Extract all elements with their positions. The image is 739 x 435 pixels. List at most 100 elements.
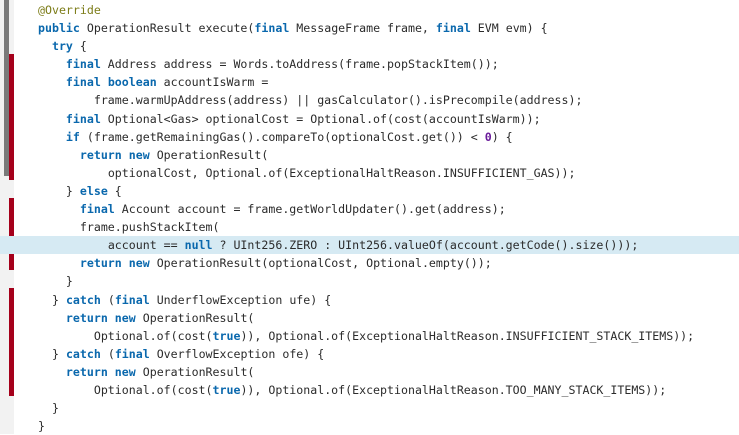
keyword-token: new xyxy=(128,147,150,162)
keyword-token: try xyxy=(51,39,73,54)
code-token: OverflowException ofe) { xyxy=(149,346,325,361)
indent xyxy=(38,93,94,107)
indent xyxy=(38,57,66,71)
code-token: ( xyxy=(100,292,115,307)
code-token: { xyxy=(72,39,87,54)
keyword-token: return xyxy=(79,147,122,162)
indent xyxy=(38,130,66,144)
code-line[interactable]: return new OperationResult( xyxy=(14,309,739,327)
code-line[interactable]: } xyxy=(14,417,739,435)
code-token xyxy=(101,75,108,89)
code-token: ) { xyxy=(491,129,513,144)
indent xyxy=(38,365,66,379)
code-token: Optional.of(cost( xyxy=(93,382,213,397)
code-token: OperationResult(optionalCost, Optional.e… xyxy=(149,256,492,271)
keyword-token: final xyxy=(435,21,471,36)
indent xyxy=(38,311,66,325)
keyword-token: final xyxy=(65,75,101,90)
code-line[interactable]: } else { xyxy=(14,182,739,200)
indent xyxy=(38,256,80,270)
code-line[interactable]: } catch (final OverflowException ofe) { xyxy=(14,345,739,363)
keyword-token: else xyxy=(79,183,108,198)
keyword-token: final xyxy=(254,21,290,36)
code-token: Account account = frame.getWorldUpdater(… xyxy=(114,202,506,217)
code-token xyxy=(108,311,115,325)
code-token: } xyxy=(51,292,66,307)
annotation-token: @Override xyxy=(38,3,101,17)
code-line[interactable]: @Override xyxy=(14,1,739,19)
keyword-token: return xyxy=(65,364,108,379)
code-token: )), Optional.of(ExceptionalHaltReason.IN… xyxy=(240,328,695,343)
code-token: OperationResult execute( xyxy=(79,21,255,36)
code-line[interactable]: frame.warmUpAddress(address) || gasCalcu… xyxy=(14,91,739,109)
editor-gutter xyxy=(0,0,14,434)
keyword-token: if xyxy=(65,129,80,144)
indent xyxy=(38,148,80,162)
code-token: frame.warmUpAddress(address) || gasCalcu… xyxy=(93,93,583,108)
code-line[interactable]: optionalCost, Optional.of(ExceptionalHal… xyxy=(14,164,739,182)
change-marker[interactable] xyxy=(9,288,14,396)
code-token: } xyxy=(51,346,66,361)
code-line[interactable]: public OperationResult execute(final Mes… xyxy=(14,19,739,37)
code-token: } xyxy=(38,419,45,434)
code-line[interactable]: return new OperationResult( xyxy=(14,146,739,164)
code-line[interactable]: final Optional<Gas> optionalCost = Optio… xyxy=(14,110,739,128)
indent xyxy=(38,202,80,216)
indent xyxy=(38,293,52,307)
code-line[interactable]: final Account account = frame.getWorldUp… xyxy=(14,200,739,218)
keyword-token: final xyxy=(114,346,150,361)
code-token: EVM evm) { xyxy=(470,21,548,36)
code-line[interactable]: return new OperationResult(optionalCost,… xyxy=(14,254,739,272)
code-line[interactable]: } xyxy=(14,272,739,290)
indent xyxy=(38,184,66,198)
keyword-token: return xyxy=(65,310,108,325)
keyword-token: final xyxy=(65,57,101,72)
number-token: 0 xyxy=(484,129,492,144)
keyword-token: new xyxy=(114,364,136,379)
keyword-token: final xyxy=(114,292,150,307)
code-token: ( xyxy=(100,346,115,361)
scroll-marker[interactable] xyxy=(4,0,9,176)
code-line[interactable]: final Address address = Words.toAddress(… xyxy=(14,55,739,73)
code-token xyxy=(122,256,129,270)
indent xyxy=(38,220,80,234)
code-line[interactable]: final boolean accountIsWarm = xyxy=(14,73,739,91)
code-token: UnderflowException ufe) { xyxy=(149,292,332,307)
code-token xyxy=(108,365,115,379)
code-line[interactable]: try { xyxy=(14,37,739,55)
keyword-token: return xyxy=(79,256,122,271)
indent xyxy=(38,39,52,53)
code-token: frame.pushStackItem( xyxy=(79,220,220,235)
code-line[interactable]: frame.pushStackItem( xyxy=(14,218,739,236)
code-line[interactable]: Optional.of(cost(true)), Optional.of(Exc… xyxy=(14,381,739,399)
indent xyxy=(38,329,94,343)
code-line[interactable]: return new OperationResult( xyxy=(14,363,739,381)
indent xyxy=(38,274,66,288)
code-line[interactable]: } xyxy=(14,399,739,417)
code-token: account == xyxy=(107,238,185,253)
code-token: (frame.getRemainingGas().compareTo(optio… xyxy=(79,129,485,144)
code-line-current[interactable]: account == null ? UInt256.ZERO : UInt256… xyxy=(0,236,739,255)
change-marker[interactable] xyxy=(9,54,14,180)
keyword-token: final xyxy=(65,111,101,126)
code-token: } xyxy=(65,183,80,198)
keyword-token: true xyxy=(212,328,241,343)
code-line[interactable]: Optional.of(cost(true)), Optional.of(Exc… xyxy=(14,327,739,345)
code-token: { xyxy=(107,183,122,198)
indent xyxy=(38,75,66,89)
code-token: optionalCost, Optional.of(ExceptionalHal… xyxy=(107,165,576,180)
code-token: OperationResult( xyxy=(149,147,269,162)
keyword-token: null xyxy=(184,238,213,253)
code-token: OperationResult( xyxy=(135,310,255,325)
code-token: )), Optional.of(ExceptionalHaltReason.TO… xyxy=(240,382,667,397)
indent xyxy=(38,401,52,415)
code-line[interactable]: if (frame.getRemainingGas().compareTo(op… xyxy=(14,128,739,146)
indent xyxy=(38,166,108,180)
code-token: } xyxy=(51,401,59,416)
keyword-token: new xyxy=(128,256,150,271)
change-marker[interactable] xyxy=(9,198,14,270)
code-line[interactable]: } catch (final UnderflowException ufe) { xyxy=(14,291,739,309)
indent xyxy=(38,112,66,126)
keyword-token: catch xyxy=(65,292,101,307)
